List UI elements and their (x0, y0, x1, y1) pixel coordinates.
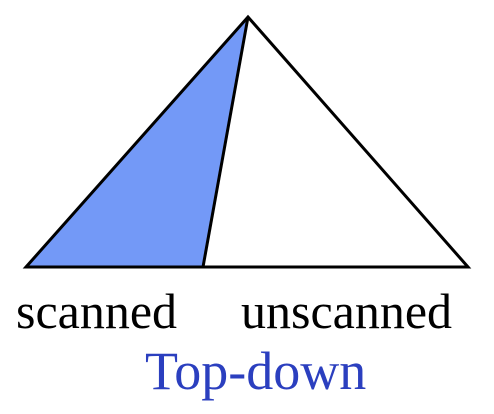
scan-frontier-line (201, 16, 250, 268)
unscanned-label: unscanned (241, 283, 453, 339)
scanned-label: scanned (16, 283, 178, 339)
triangle-outline (22, 14, 472, 269)
diagram-caption: Top-down (145, 341, 367, 401)
unscanned-region (203, 17, 468, 267)
